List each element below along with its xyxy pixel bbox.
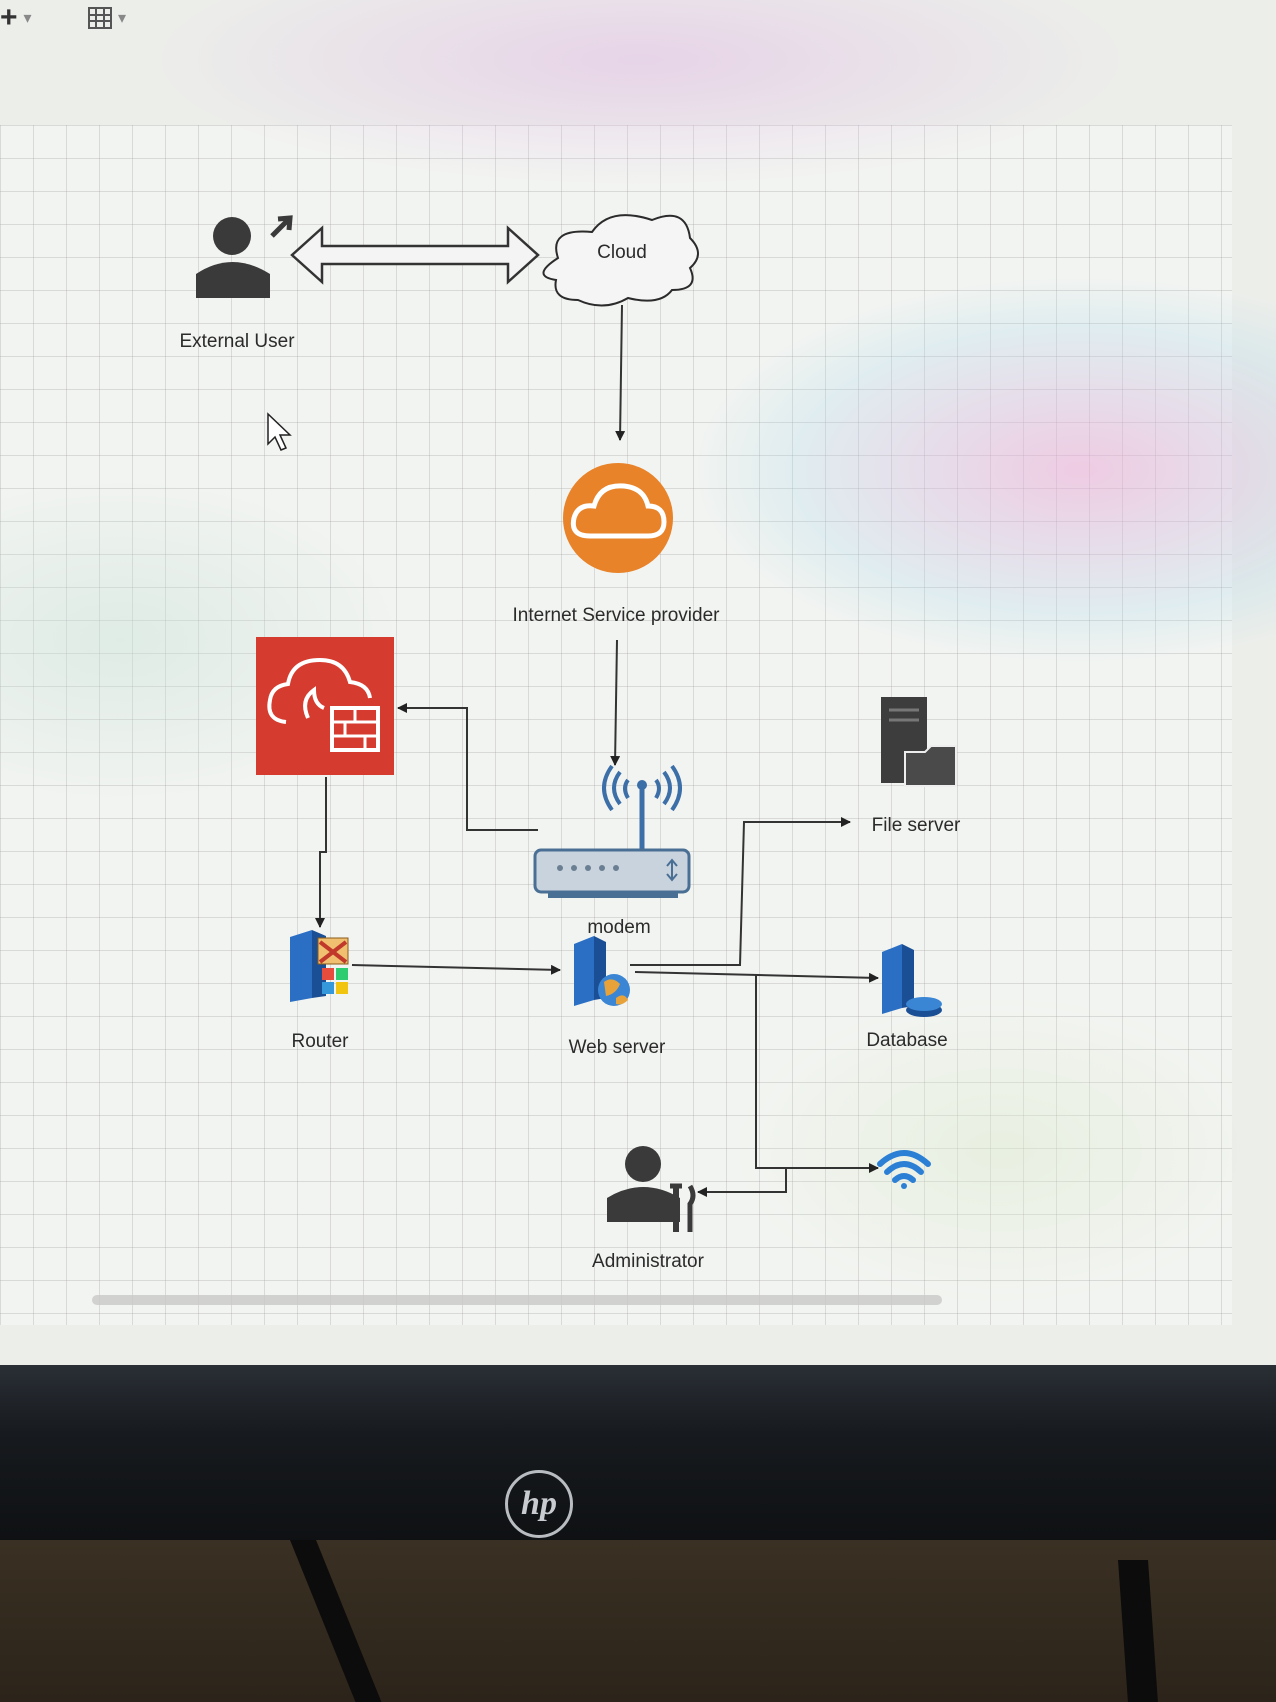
isp-label: Internet Service provider <box>513 605 721 626</box>
connectors <box>290 225 879 1197</box>
database-icon <box>882 944 942 1017</box>
node-wifi[interactable] <box>877 1150 931 1189</box>
node-web-server[interactable]: Web server <box>569 936 666 1058</box>
edge-isp-modem[interactable] <box>610 639 621 766</box>
plus-icon: + <box>0 1 18 34</box>
firewall-icon <box>256 637 394 775</box>
router-label: Router <box>291 1031 349 1052</box>
edge-webserver-admin[interactable] <box>697 1168 787 1197</box>
edge-modem-firewall[interactable] <box>397 703 538 831</box>
chevron-down-icon: ▾ <box>23 10 32 27</box>
node-file-server[interactable]: File server <box>872 697 961 836</box>
cloud-label: Cloud <box>597 242 647 263</box>
file-server-icon <box>881 697 957 787</box>
monitor-bezel <box>0 1365 1276 1560</box>
edge-firewall-router[interactable] <box>315 777 327 928</box>
node-isp[interactable]: Internet Service provider <box>513 463 721 626</box>
mouse-cursor-icon <box>267 412 292 451</box>
edge-cloud-isp[interactable] <box>615 304 626 441</box>
node-database[interactable]: Database <box>866 944 948 1051</box>
node-administrator[interactable]: Administrator <box>592 1146 705 1272</box>
file-server-label: File server <box>872 815 961 836</box>
add-button[interactable]: + ▾ <box>0 0 32 36</box>
modem-label: modem <box>587 917 650 938</box>
chevron-down-icon: ▾ <box>118 10 127 27</box>
wifi-icon <box>877 1150 931 1189</box>
table-grid-icon <box>88 7 112 29</box>
router-icon <box>290 930 349 1002</box>
node-external-user[interactable]: External User <box>179 215 295 352</box>
wifi-modem-icon <box>533 764 691 898</box>
hp-logo: hp <box>505 1470 573 1538</box>
monitor-screen: + ▾ ▾ <box>0 0 1276 1380</box>
admin-user-icon <box>607 1146 696 1232</box>
administrator-label: Administrator <box>592 1251 705 1272</box>
node-modem[interactable]: modem <box>533 764 691 938</box>
database-label: Database <box>866 1030 947 1051</box>
node-cloud[interactable]: Cloud <box>542 214 699 307</box>
desk-surface <box>0 1540 1276 1702</box>
user-external-icon <box>196 215 293 298</box>
edge-router-webserver[interactable] <box>351 964 561 975</box>
hp-logo-text: hp <box>521 1485 557 1522</box>
edge-webserver-wifi[interactable] <box>755 975 879 1173</box>
table-button[interactable]: ▾ <box>88 0 126 36</box>
node-firewall[interactable] <box>256 637 394 775</box>
web-server-label: Web server <box>569 1037 666 1058</box>
editor-toolbar: + ▾ ▾ <box>0 0 1276 44</box>
edge-webserver-fileserver[interactable] <box>630 817 851 966</box>
web-server-icon <box>574 936 630 1006</box>
cloud-shape <box>542 214 699 307</box>
edge-user-cloud[interactable] <box>290 225 540 285</box>
orange-cloud-icon <box>563 463 673 573</box>
horizontal-scrollbar[interactable] <box>92 1295 942 1305</box>
node-router[interactable]: Router <box>290 930 349 1052</box>
external-user-label: External User <box>179 331 295 352</box>
network-diagram: External User Cloud Internet Service pro… <box>179 214 961 1272</box>
